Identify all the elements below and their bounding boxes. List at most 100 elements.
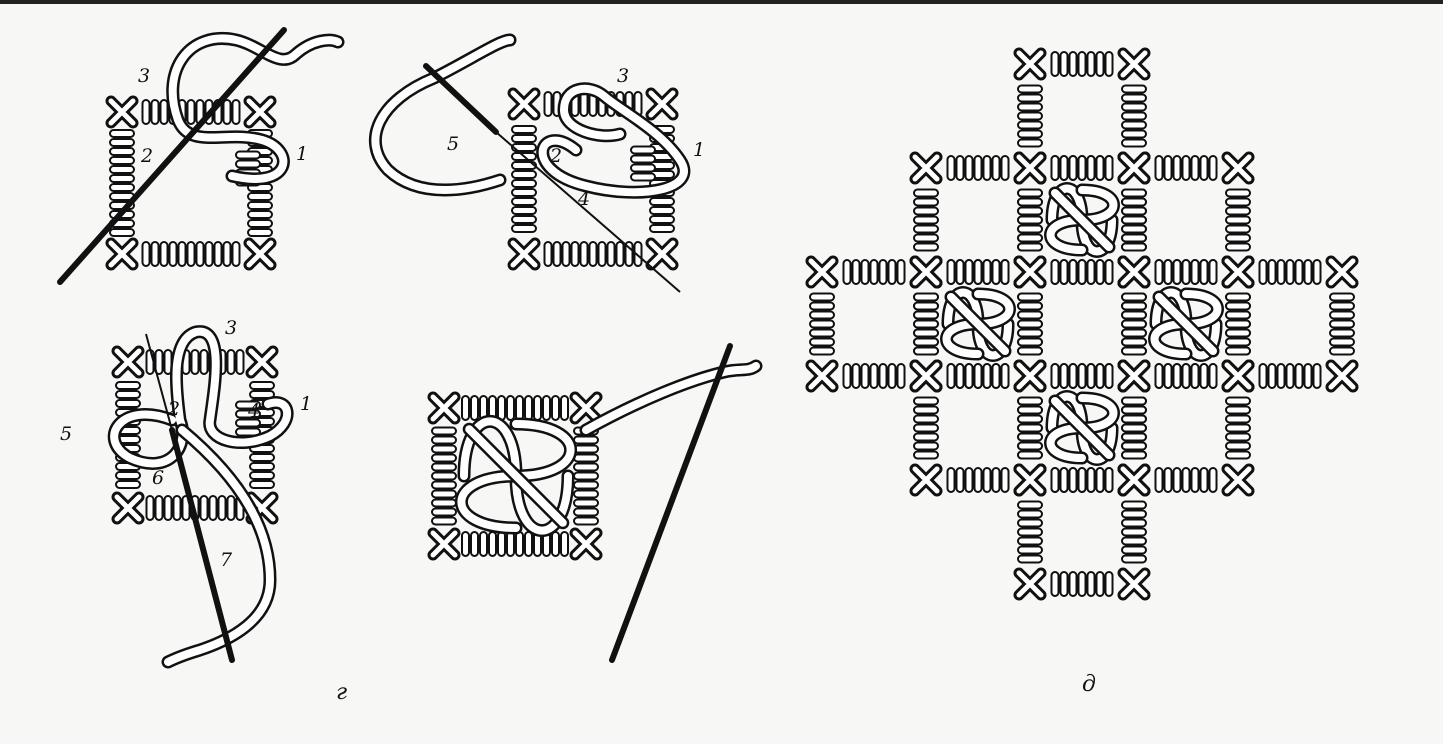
panel3-step-number: 1 — [300, 393, 312, 415]
satin-stitch-row — [631, 147, 655, 181]
satin-stitch-row — [844, 260, 905, 284]
working-thread — [375, 40, 510, 190]
panel2-step-number: 2 — [549, 145, 562, 167]
cross-stitch — [651, 243, 673, 265]
satin-stitch-row — [143, 242, 240, 266]
satin-stitch-row — [1226, 190, 1250, 251]
satin-stitch-row — [432, 428, 456, 525]
satin-stitch-row — [1156, 364, 1217, 388]
cross-stitch — [111, 243, 133, 265]
cross-stitch — [117, 351, 139, 373]
satin-stitch-row — [512, 126, 536, 232]
cross-stitch — [915, 469, 937, 491]
stitch-pattern-cross-motif — [810, 52, 1354, 596]
satin-stitch-row — [1018, 294, 1042, 355]
cross-stitch — [1123, 365, 1145, 387]
satin-stitch-row — [948, 260, 1009, 284]
cross-stitch — [1123, 261, 1145, 283]
cross-stitch — [1227, 157, 1249, 179]
satin-stitch-row — [143, 100, 240, 124]
cross-stitch — [111, 101, 133, 123]
cross-stitch — [117, 497, 139, 519]
cross-stitch — [1227, 469, 1249, 491]
panel2-step-number: 5 — [447, 133, 459, 155]
satin-stitch-row — [948, 156, 1009, 180]
cross-stitch — [1227, 365, 1249, 387]
cross-stitch — [1019, 157, 1041, 179]
cross-stitch — [1019, 53, 1041, 75]
satin-stitch-row — [1122, 86, 1146, 147]
satin-stitch-row — [1226, 294, 1250, 355]
satin-stitch-row — [1156, 156, 1217, 180]
stitch-panel-step-3 — [114, 332, 287, 662]
cross-stitch — [249, 101, 271, 123]
satin-stitch-row — [948, 364, 1009, 388]
panel3-step-number: 6 — [152, 467, 164, 489]
satin-stitch-row — [1052, 468, 1113, 492]
panel2-step-number: 4 — [577, 188, 590, 210]
cross-stitch — [1331, 261, 1353, 283]
satin-stitch-row — [1260, 364, 1321, 388]
cross-stitch — [1019, 365, 1041, 387]
cross-stitch — [1123, 573, 1145, 595]
stitch-panel-finished-knot — [432, 346, 756, 660]
satin-stitch-row — [914, 190, 938, 251]
cross-stitch — [251, 351, 273, 373]
panel1-step-number: 1 — [296, 143, 308, 165]
panel2-step-number: 1 — [693, 139, 705, 161]
cross-stitch — [1019, 469, 1041, 491]
satin-stitch-row — [948, 468, 1009, 492]
satin-stitch-row — [914, 294, 938, 355]
satin-stitch-row — [810, 294, 834, 355]
satin-stitch-row — [1226, 398, 1250, 459]
stitch-panel-step-2 — [375, 40, 684, 292]
cross-stitch — [915, 261, 937, 283]
panel3-step-number: 2 — [167, 398, 180, 420]
satin-stitch-row — [1052, 156, 1113, 180]
cross-stitch — [249, 243, 271, 265]
satin-stitch-row — [1018, 86, 1042, 147]
cross-stitch — [811, 365, 833, 387]
cross-stitch — [575, 397, 597, 419]
satin-stitch-row — [574, 428, 598, 525]
panel3-step-number: 4 — [247, 400, 260, 422]
panel3-step-number: 5 — [60, 423, 72, 445]
cross-stitch — [1019, 573, 1041, 595]
satin-stitch-row — [1018, 502, 1042, 563]
satin-stitch-row — [1052, 364, 1113, 388]
satin-stitch-row — [1122, 190, 1146, 251]
cross-stitch — [1331, 365, 1353, 387]
cross-stitch — [915, 365, 937, 387]
satin-stitch-row — [1330, 294, 1354, 355]
cross-stitch — [651, 93, 673, 115]
satin-stitch-row — [1122, 398, 1146, 459]
cross-stitch — [1227, 261, 1249, 283]
cross-stitch — [513, 243, 535, 265]
satin-stitch-row — [1156, 260, 1217, 284]
cross-stitch — [433, 533, 455, 555]
satin-stitch-row — [147, 350, 244, 374]
cross-stitch — [513, 93, 535, 115]
panel3-step-number: 7 — [220, 549, 233, 571]
satin-stitch-row — [462, 532, 568, 556]
cross-stitch — [1123, 53, 1145, 75]
working-thread — [586, 366, 756, 430]
cross-stitch — [915, 157, 937, 179]
satin-stitch-row — [1052, 52, 1113, 76]
satin-stitch-row — [1018, 190, 1042, 251]
cross-stitch — [433, 397, 455, 419]
cross-stitch — [1019, 261, 1041, 283]
panel1-step-number: 2 — [140, 145, 153, 167]
satin-stitch-row — [914, 398, 938, 459]
cross-stitch — [1123, 157, 1145, 179]
satin-stitch-row — [1260, 260, 1321, 284]
satin-stitch-row — [462, 396, 568, 420]
satin-stitch-row — [1052, 572, 1113, 596]
satin-stitch-row — [1156, 468, 1217, 492]
satin-stitch-row — [1122, 294, 1146, 355]
satin-stitch-row — [1018, 398, 1042, 459]
figure-label-d: д — [1082, 672, 1096, 697]
satin-stitch-row — [1052, 260, 1113, 284]
